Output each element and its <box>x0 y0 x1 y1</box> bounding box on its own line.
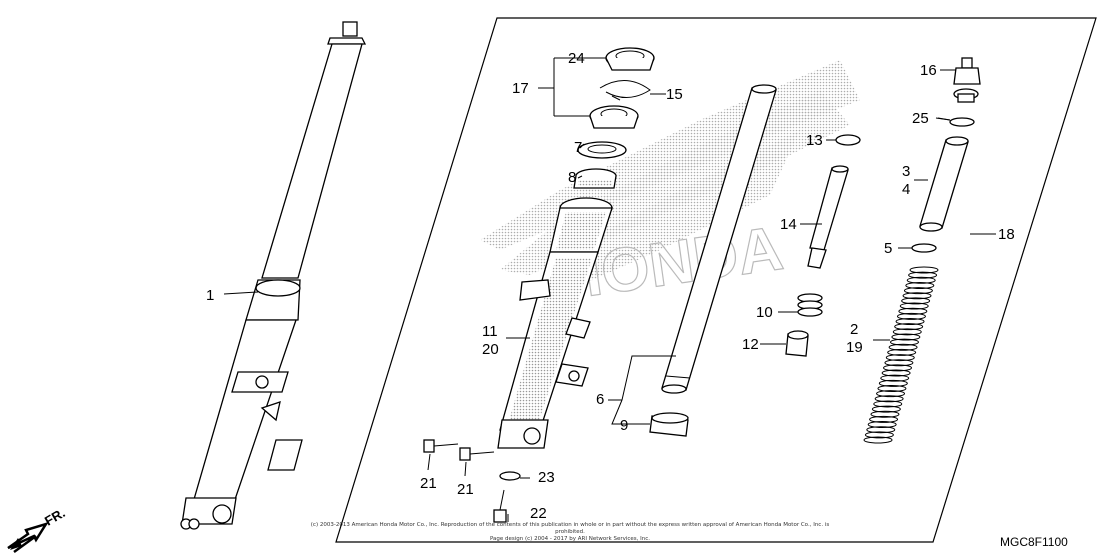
copyright-line-1: (c) 2003-2013 American Honda Motor Co., … <box>310 522 830 535</box>
spring-coil <box>898 307 928 315</box>
part-16-fork-bolt <box>953 57 981 103</box>
callout-5: 5 <box>884 240 892 257</box>
spring-coil <box>908 271 938 279</box>
spring-coil <box>894 323 924 331</box>
callout-8: 8 <box>568 169 576 186</box>
callout-6: 6 <box>596 391 604 408</box>
part-9-guide-bushing <box>649 412 689 437</box>
part-22-drain-bolt <box>493 489 507 523</box>
spring-coil <box>896 312 926 320</box>
spring-coil <box>863 436 893 444</box>
spring-coil <box>888 343 918 351</box>
part-25-o-ring <box>949 117 975 127</box>
spring-coil <box>899 302 929 310</box>
front-direction-arrow: FR. <box>7 505 68 554</box>
part-21-socket-bolt-a <box>423 439 459 453</box>
callout-23: 23 <box>538 469 555 486</box>
callout-11: 11 <box>482 323 498 340</box>
callout-22: 22 <box>530 505 547 522</box>
spring-coil <box>903 287 933 295</box>
spring-coil <box>891 333 921 341</box>
callout-labels: 1 2 3 4 5 6 7 8 9 10 11 12 13 14 15 16 1… <box>206 50 1015 522</box>
spring-coil <box>873 400 903 408</box>
callout-1: 1 <box>206 287 214 304</box>
spring-coil <box>902 292 932 300</box>
callout-10: 10 <box>756 304 773 321</box>
fork-bottom-case <box>497 197 613 449</box>
spring-coil <box>881 369 911 377</box>
spring-coil <box>906 276 936 284</box>
part-14-piston-rod <box>807 165 849 269</box>
callout-18: 18 <box>998 226 1015 243</box>
copyright-line-2: Page design (c) 2004 - 2017 by ARI Netwo… <box>489 536 651 542</box>
spring-coil <box>867 421 897 429</box>
spring-coil <box>864 431 894 439</box>
part-10-rebound-spring <box>797 293 823 317</box>
spring-coil <box>889 338 919 346</box>
callout-3: 3 <box>902 163 910 180</box>
callout-16: 16 <box>920 62 937 79</box>
callout-15: 15 <box>666 86 683 103</box>
spring-coil <box>905 281 935 289</box>
callout-21b: 21 <box>457 481 474 498</box>
spring-coil <box>866 426 896 434</box>
callout-12: 12 <box>742 336 759 353</box>
callout-13: 13 <box>806 132 823 149</box>
spring-coil <box>887 348 917 356</box>
part-5-spring-seat <box>911 243 937 253</box>
spring-coil <box>883 364 913 372</box>
spring-coil <box>869 415 899 423</box>
spring-coil <box>895 318 925 326</box>
leader-lines <box>223 57 996 522</box>
part-3-4-spacer <box>919 136 969 232</box>
callout-9: 9 <box>620 417 628 434</box>
spring-coil <box>870 410 900 418</box>
spring-coil <box>901 297 931 305</box>
callout-4: 4 <box>902 181 910 198</box>
spring-coil <box>885 354 915 362</box>
callout-2: 2 <box>850 321 858 338</box>
exploded-view-frame <box>335 17 1097 543</box>
callout-14: 14 <box>780 216 797 233</box>
callout-24: 24 <box>568 50 585 67</box>
diagram-code: MGC8F1100 <box>1000 535 1068 549</box>
spring-coil <box>880 374 910 382</box>
part-12-piston <box>785 330 809 357</box>
spring-coil <box>876 390 906 398</box>
callout-7: 7 <box>574 139 582 156</box>
spring-coil <box>892 328 922 336</box>
spring-coil <box>884 359 914 367</box>
fork-assembly <box>180 21 367 530</box>
part-8-slide-bushing <box>573 168 617 189</box>
part-24-dust-seal <box>605 47 655 71</box>
callout-20: 20 <box>482 341 499 358</box>
callout-19: 19 <box>846 339 863 356</box>
part-13-ring <box>835 134 861 146</box>
callout-21a: 21 <box>420 475 437 492</box>
spring-coil <box>871 405 901 413</box>
arrow-icon <box>10 538 22 550</box>
part-21-socket-bolt-b <box>459 447 495 461</box>
callout-25: 25 <box>912 110 929 127</box>
part-6-fork-pipe <box>661 84 777 394</box>
spring-coil <box>909 266 939 274</box>
part-23-washer <box>499 471 521 481</box>
part-2-19-fork-spring <box>863 266 939 444</box>
part-15-stopper-ring <box>599 80 651 101</box>
callout-17: 17 <box>512 80 529 97</box>
spring-coil <box>874 395 904 403</box>
copyright-notice: (c) 2003-2013 American Honda Motor Co., … <box>310 522 830 543</box>
part-17-oil-seal <box>589 105 639 129</box>
spring-coil <box>878 379 908 387</box>
spring-coil <box>877 384 907 392</box>
part-7-backup-ring <box>577 141 627 159</box>
